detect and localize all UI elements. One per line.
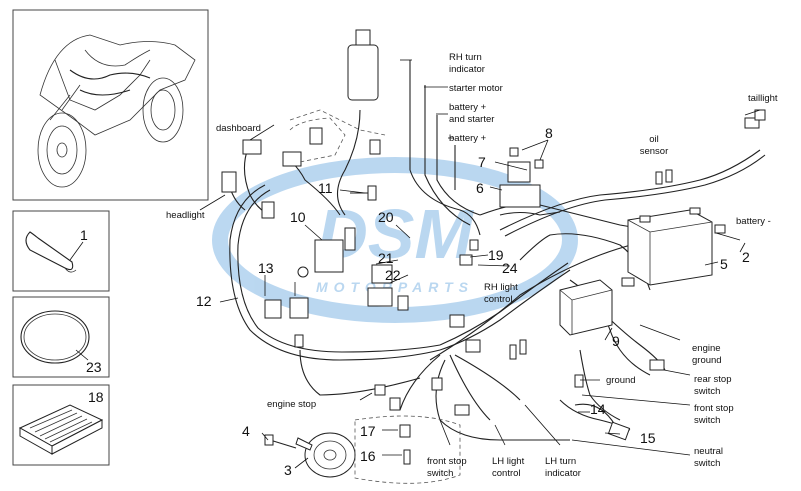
callout-13: 13: [258, 260, 274, 276]
dashboard-connectors: [242, 117, 346, 167]
label-rh-light-1: RH light: [484, 282, 518, 293]
callout-22: 22: [385, 267, 401, 283]
part-1-box: 1: [12, 210, 110, 292]
part-9-ecu: [559, 279, 613, 336]
callout-17: 17: [360, 423, 376, 439]
part-14-15-neutral: [574, 403, 631, 441]
oil-sensor-connectors: [655, 169, 673, 185]
label-rear-stop-1: rear stop: [694, 374, 732, 385]
label-front-stop-b1: front stop: [427, 456, 467, 467]
callout-7: 7: [478, 154, 486, 170]
headlight-connector: [221, 171, 275, 219]
callout-2: 2: [742, 249, 750, 265]
label-rear-stop-2: switch: [694, 386, 720, 397]
callout-12: 12: [196, 293, 212, 309]
callout-10: 10: [290, 209, 306, 225]
text-labels: RH turn indicator starter motor battery …: [166, 52, 778, 479]
label-battery-minus: battery -: [736, 216, 771, 227]
callout-5: 5: [720, 256, 728, 272]
label-battery-starter-2: and starter: [449, 114, 494, 125]
label-engine-ground-1: engine: [692, 343, 721, 354]
callout-16: 16: [360, 448, 376, 464]
callout-15: 15: [640, 430, 656, 446]
motorcycle-thumbnail: [12, 9, 209, 201]
leader-lines: [199, 59, 761, 469]
label-lh-light-2: control: [492, 468, 521, 479]
label-rh-light-2: control: [484, 294, 513, 305]
label-front-stop-r2: switch: [694, 415, 720, 426]
label-taillight: taillight: [748, 93, 778, 104]
part-3-horn: [295, 432, 356, 478]
starter-relay-cylinder: [289, 29, 386, 155]
callout-24: 24: [502, 260, 518, 276]
label-starter-motor: starter motor: [449, 83, 503, 94]
label-rh-turn-2: indicator: [449, 64, 485, 75]
callout-21: 21: [378, 250, 394, 266]
callout-11: 11: [318, 180, 333, 196]
label-neutral-1: neutral: [694, 446, 723, 457]
part-10-relay: [314, 227, 356, 273]
label-battery-starter-1: battery +: [449, 102, 487, 113]
label-oil-sensor-2: sensor: [640, 146, 669, 157]
label-ground: ground: [606, 375, 636, 386]
part-13-connectors: [264, 266, 309, 319]
callout-3: 3: [284, 462, 292, 478]
label-engine-ground-2: ground: [692, 355, 722, 366]
callout-19: 19: [488, 247, 504, 263]
label-lh-turn-1: LH turn: [545, 456, 576, 467]
callout-9: 9: [612, 333, 620, 349]
part-4-bolt: [264, 434, 297, 449]
callout-8: 8: [545, 125, 553, 141]
callout-20: 20: [378, 209, 394, 225]
label-engine-stop: engine stop: [267, 399, 316, 410]
label-neutral-2: switch: [694, 458, 720, 469]
part-18-box: 18: [12, 384, 110, 466]
callout-1: 1: [80, 227, 88, 243]
label-dashboard: dashboard: [216, 123, 261, 134]
label-oil-sensor-1: oil: [649, 134, 659, 145]
callout-numbers: 2 3 4 5 6 7 8 9 10 11 12 13 14 15 16 17 …: [196, 125, 750, 478]
label-lh-light-1: LH light: [492, 456, 525, 467]
part-11-bolt: [350, 185, 377, 201]
taillight-connector: [744, 109, 766, 129]
label-front-stop-b2: switch: [427, 468, 453, 479]
misc-connectors: [294, 224, 726, 416]
label-headlight: headlight: [166, 210, 205, 221]
part-21-22-relays: [367, 264, 409, 311]
label-battery-plus: battery +: [449, 133, 487, 144]
label-lh-turn-2: indicator: [545, 468, 581, 479]
callout-23: 23: [86, 359, 102, 375]
callout-4: 4: [242, 423, 250, 439]
label-rh-turn-1: RH turn: [449, 52, 482, 63]
callout-14: 14: [590, 401, 606, 417]
part-23-box: 23: [12, 296, 110, 378]
callout-6: 6: [476, 180, 484, 196]
callout-18: 18: [88, 389, 104, 405]
part-5-battery: [627, 207, 713, 286]
label-front-stop-r1: front stop: [694, 403, 734, 414]
watermark-subtext: MOTORPARTS: [316, 279, 474, 295]
part-16-17-switch: [354, 415, 461, 484]
